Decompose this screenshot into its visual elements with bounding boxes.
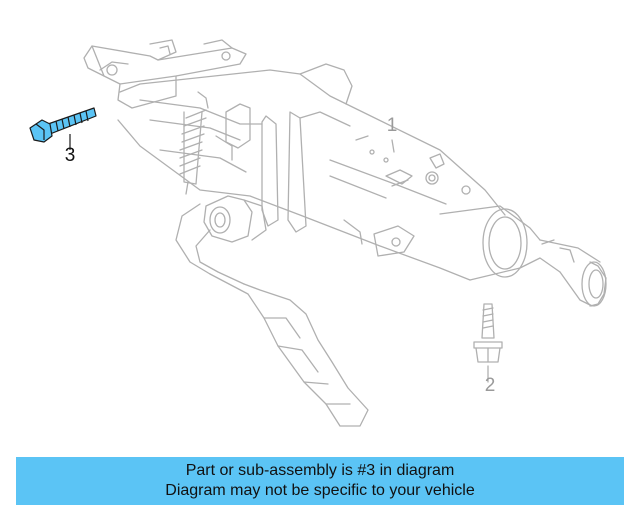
leader-line-part-1 xyxy=(391,139,395,153)
callout-2-label: 2 xyxy=(484,375,496,396)
flange-bolt-part-2 xyxy=(473,303,503,383)
upper-mounting-bracket xyxy=(83,39,247,109)
tilt-spring xyxy=(179,91,209,195)
tilt-lever xyxy=(175,203,369,427)
highlighted-bolt-part-3 xyxy=(29,107,97,150)
callout-3-label: 3 xyxy=(64,145,76,166)
rubber-mount xyxy=(203,195,267,243)
steering-shaft xyxy=(439,205,607,307)
banner-line-part-number: Part or sub-assembly is #3 in diagram xyxy=(185,462,455,479)
callout-1-label: 1 xyxy=(386,115,398,136)
steering-column-body xyxy=(117,63,506,281)
banner-line-disclaimer: Diagram may not be specific to your vehi… xyxy=(165,482,475,499)
info-banner: Part or sub-assembly is #3 in diagram Di… xyxy=(16,457,624,505)
